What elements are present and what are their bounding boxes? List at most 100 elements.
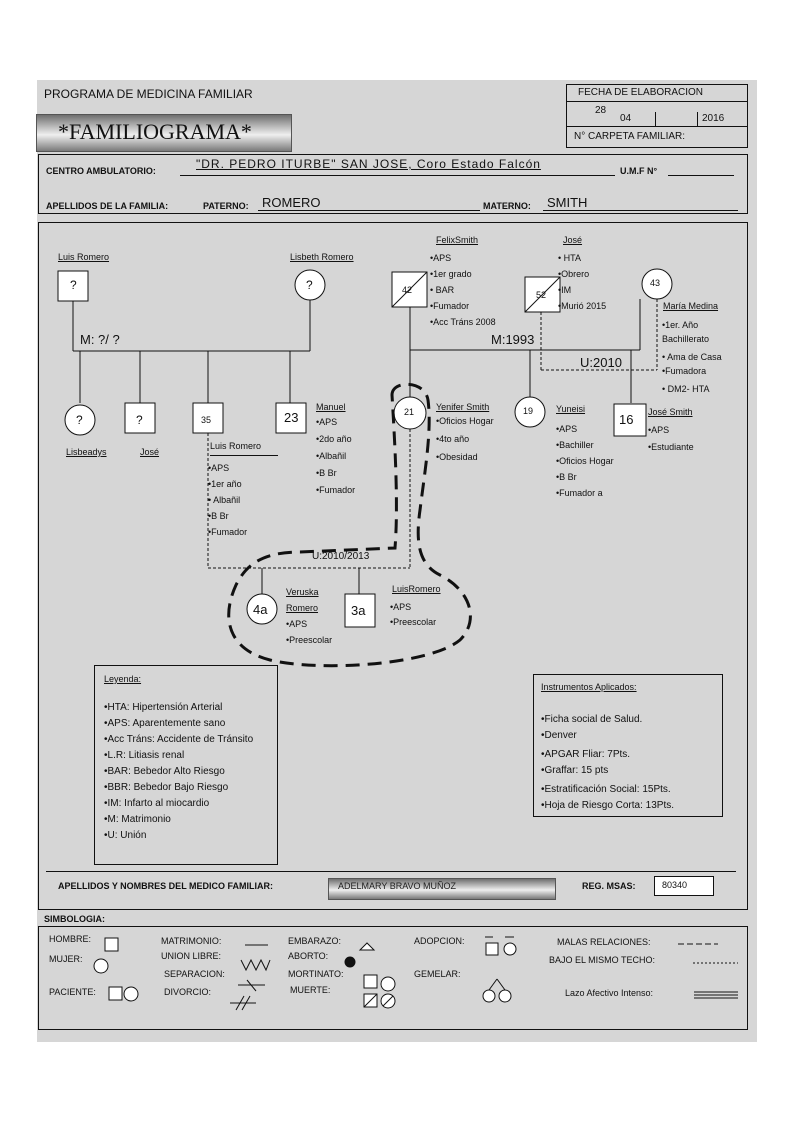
reg-box: [654, 876, 714, 896]
legend-item: •HTA: Hipertensión Arterial: [104, 702, 223, 713]
lisbeth-label: Lisbeth Romero: [290, 252, 354, 262]
felix-notes: •APS•1er grado• BAR•Fumador•Acc Tráns 20…: [430, 253, 496, 327]
symbology-box: [38, 926, 748, 1030]
luis-romero-square: [192, 402, 224, 434]
title-banner: [36, 114, 292, 152]
veruska-notes: •APS•Preescolar: [286, 619, 333, 645]
divider: [655, 112, 656, 126]
unknown-mark: ?: [70, 278, 77, 292]
age-16: 16: [619, 412, 634, 427]
symbol-union-libre: [240, 958, 271, 972]
union-2010-label: U:2010: [580, 355, 622, 370]
legend-box: [94, 665, 278, 865]
reg-value: 80340: [662, 880, 688, 890]
symbol-aborto: [344, 956, 356, 968]
unknown-mark: ?: [76, 413, 83, 427]
materno-label: MATERNO:: [483, 201, 531, 211]
jose-small-square: [124, 402, 156, 434]
maria-label: María Medina: [663, 301, 719, 311]
unknown-mark: ?: [136, 413, 143, 427]
age-4a: 4a: [253, 602, 268, 617]
jose-smith-label: José Smith: [648, 407, 693, 417]
symbol-paciente: [123, 986, 139, 1002]
symbol-mortinato: [363, 974, 378, 989]
yuneisi-circle: [514, 396, 546, 428]
date-box: [566, 84, 748, 148]
instrument-item: •Hoja de Riesgo Corta: 13Pts.: [541, 800, 675, 811]
age-23: 23: [284, 410, 299, 425]
age-3a: 3a: [351, 603, 366, 618]
legend-item: •BBR: Bebedor Bajo Riesgo: [104, 782, 229, 793]
sym-union-libre: UNION LIBRE:: [161, 951, 222, 961]
manuel-label: Manuel: [316, 402, 346, 412]
sym-matrimonio: MATRIMONIO:: [161, 936, 222, 946]
sym-gemelar: GEMELAR:: [414, 969, 461, 979]
centro-value: "DR. PEDRO ITURBE" SAN JOSE, Coro Estado…: [196, 157, 541, 171]
grandfather-square: [57, 270, 89, 302]
legend-item: •U: Unión: [104, 830, 147, 841]
veruska-circle: [246, 593, 278, 625]
jose-notes: • HTA•Obrero•IM•Murió 2015: [558, 253, 607, 311]
age-42: 42: [402, 285, 413, 295]
reg-label: REG. MSAS:: [582, 881, 636, 891]
symbol-gemelar: [488, 978, 498, 991]
umf-label: U.M.F N°: [620, 166, 658, 176]
age-19: 19: [523, 406, 534, 416]
age-43: 43: [650, 278, 661, 288]
legend-title: Leyenda:: [104, 674, 142, 684]
yenifer-notes: •Oficios Hogar•4to año•Obesidad: [436, 416, 494, 462]
doctor-name: ADELMARY BRAVO MUÑOZ: [338, 881, 457, 891]
luis-child-notes: •APS•Preescolar: [390, 602, 437, 627]
sym-aborto: ABORTO:: [288, 951, 329, 961]
symbol-mujer: [93, 958, 109, 974]
divider: [46, 871, 736, 872]
lisbeadys-label: Lisbeadys: [66, 447, 107, 457]
age-35: 35: [201, 415, 212, 425]
legend-item: •APS: Aparentemente sano: [104, 718, 226, 729]
genogram-frame: [38, 222, 748, 910]
jose-smith-notes: •APS•Estudiante: [648, 425, 694, 452]
symbol-hombre: [104, 937, 119, 952]
fecha-label: FECHA DE ELABORACION: [578, 87, 704, 98]
divider: [566, 101, 747, 102]
underline: [543, 210, 738, 211]
instrument-item: •Estratificación Social: 15Pts.: [541, 784, 671, 795]
instrument-item: •APGAR Fliar: 7Pts.: [541, 749, 631, 760]
yuneisi-notes: •APS•Bachiller•Oficios Hogar•B Br•Fumado…: [556, 424, 614, 498]
household-outline: [227, 382, 472, 668]
sym-bajo-techo: BAJO EL MISMO TECHO:: [549, 955, 656, 965]
apellidos-label: APELLIDOS DE LA FAMILIA:: [46, 201, 169, 211]
symbol-embarazo: [358, 942, 376, 951]
symbol-adopcion: [485, 942, 499, 956]
legend-item: •M: Matrimonio: [104, 814, 171, 825]
page-title: *FAMILIOGRAMA*: [58, 119, 252, 144]
sym-embarazo: EMBARAZO:: [288, 936, 342, 946]
divider: [566, 126, 747, 127]
yenifer-label: Yenifer Smith: [436, 402, 490, 412]
jose-small-label: José: [140, 447, 160, 457]
luis-romero-35-label: Luis Romero: [210, 441, 262, 451]
legend-item: •Acc Tráns: Accidente de Tránsito: [104, 734, 254, 745]
sym-separacion: SEPARACION:: [164, 969, 225, 979]
unknown-mark: ?: [306, 278, 313, 292]
instruments-box: [533, 674, 723, 817]
centro-label: CENTRO AMBULATORIO:: [46, 166, 156, 176]
legend-item: •L.R: Litiasis renal: [104, 750, 185, 761]
maria-notes: •1er. Año Bachillerato• Ama de Casa•Fuma…: [662, 320, 722, 394]
paterno-value: ROMERO: [262, 195, 321, 210]
yuneisi-label: Yuneisi: [556, 404, 586, 414]
sym-divorcio: DIVORCIO:: [164, 987, 212, 997]
doctor-name-field: [328, 878, 556, 900]
marriage-1993-label: M:1993: [491, 332, 535, 347]
veruska-label: Veruska Romero: [286, 587, 319, 613]
sym-lazo-afectivo: Lazo Afectivo Intenso:: [565, 988, 654, 998]
underline: [258, 210, 480, 211]
instrument-item: •Graffar: 15 pts: [541, 765, 609, 776]
manuel-notes: •APS•2do año•Albañil•B Br•Fumador: [316, 417, 356, 495]
luis-child-square: [344, 593, 376, 628]
instrument-item: •Denver: [541, 730, 577, 741]
legend-list: •HTA: Hipertensión Arterial •APS: Aparen…: [104, 700, 274, 844]
underline: [668, 175, 734, 176]
date-year: 2016: [702, 113, 725, 124]
